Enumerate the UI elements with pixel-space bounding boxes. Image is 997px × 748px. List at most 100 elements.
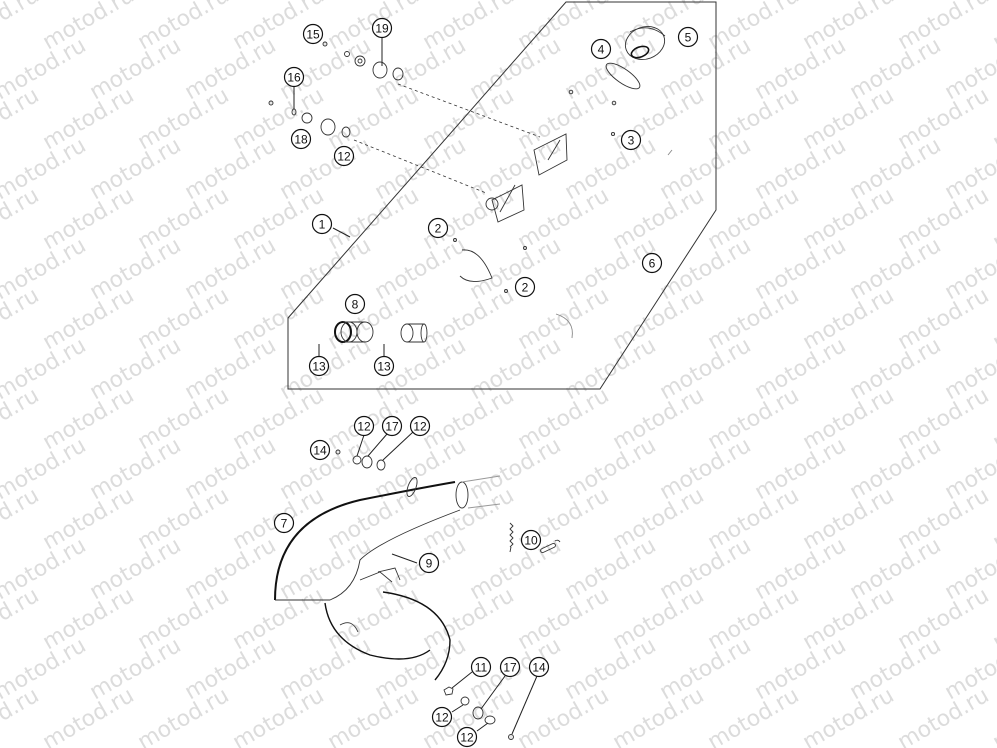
watermark-text: motod.ru [466,533,566,605]
watermark-text: motod.ru [229,683,329,748]
callout-number: 7 [281,517,288,531]
watermark-text: motod.ru [466,333,566,405]
watermark-text: motod.ru [419,383,519,455]
watermark-text: motod.ru [134,83,234,155]
watermark-text: motod.ru [894,83,994,155]
watermark-text: motod.ru [751,533,851,605]
clip-part [540,539,561,553]
callout-number: 19 [375,22,389,36]
watermark-text: motod.ru [86,233,186,305]
leader-14b [511,675,538,735]
watermark-text: motod.ru [894,383,994,455]
callout-12: 12 [431,706,453,728]
watermark-text: motod.ru [609,683,709,748]
callout-11: 11 [470,656,492,678]
watermark-text: motod.ru [181,533,281,605]
watermark-text: motod.ru [181,233,281,305]
watermark-text: motod.ru [39,83,139,155]
watermark-text: motod.ru [39,183,139,255]
rubber-bushing-part [361,455,373,469]
watermark-text: motod.ru [561,33,661,105]
callout-8: 8 [344,293,366,315]
callout-circle [373,355,395,377]
callout-number: 12 [337,150,351,164]
callout-18: 18 [290,128,312,150]
watermark-text: motod.ru [0,0,43,55]
watermark-text: motod.ru [799,583,899,655]
callout-circle [514,276,536,298]
callout-circle [520,529,542,551]
callout-14: 14 [528,656,550,678]
callout-12: 12 [353,415,375,437]
watermark-text: motod.ru [134,383,234,455]
callout-13: 13 [308,355,330,377]
clamp-part [443,686,454,696]
washer-part [357,58,363,64]
silencer-group-frame [287,1,717,390]
watermark-text: motod.ru [609,383,709,455]
callout-circle [431,706,453,728]
watermark-text: motod.ru [514,83,614,155]
watermark-text: motod.ru [989,683,997,748]
watermark-text: motod.ru [419,483,519,555]
watermark-text: motod.ru [324,83,424,155]
watermark-text: motod.ru [704,683,804,748]
leader-11 [451,671,473,689]
watermark-text: motod.ru [419,583,519,655]
watermark-text: motod.ru [799,283,899,355]
watermark-text: motod.ru [989,583,997,655]
callout-17: 17 [499,656,521,678]
callout-12: 12 [456,726,478,748]
watermark-text: motod.ru [324,283,424,355]
watermark-text: motod.ru [894,683,994,748]
watermark-text: motod.ru [799,383,899,455]
callout-12: 12 [409,415,431,437]
washer-part [460,696,470,706]
callout-circle [371,17,393,39]
callout-number: 3 [628,134,635,148]
watermark-text: motod.ru [86,33,186,105]
spring-part [509,522,514,553]
callout-number: 9 [426,557,433,571]
callout-circle [418,552,440,574]
callout-circle [353,415,375,437]
watermark-text: motod.ru [799,683,899,748]
watermark-text: motod.ru [609,483,709,555]
watermark-text: motod.ru [39,283,139,355]
callout-17: 17 [381,415,403,437]
callout-number: 5 [685,31,692,45]
watermark-text: motod.ru [229,583,329,655]
callout-14: 14 [309,439,331,461]
washer-part [484,715,496,725]
watermark-text: motod.ru [514,183,614,255]
washer-part [301,112,313,124]
watermark-text: motod.ru [181,133,281,205]
callout-number: 16 [287,71,301,85]
watermark-text: motod.ru [39,483,139,555]
watermark-text: motod.ru [846,433,946,505]
callout-10: 10 [520,529,542,551]
watermark-text: motod.ru [86,333,186,405]
watermark-text: motod.ru [656,633,756,705]
washer-part [344,51,350,57]
watermark-text: motod.ru [751,633,851,705]
end-cap-part [624,26,666,60]
watermark-text: motod.ru [134,483,234,555]
watermark-text: motod.ru [894,583,994,655]
watermark-text: motod.ru [846,533,946,605]
watermark-text: motod.ru [324,383,424,455]
callout-number: 10 [524,534,538,548]
lower-bracket-part [485,184,525,223]
watermark-text: motod.ru [561,633,661,705]
watermark-text: motod.ru [134,183,234,255]
screw-part [453,238,457,242]
watermark-text: motod.ru [609,283,709,355]
bolt-part [610,131,616,137]
watermark-text: motod.ru [466,233,566,305]
leader-1 [332,227,351,238]
silencer-cone-part [459,249,493,282]
watermark-text: motod.ru [989,183,997,255]
callout-16: 16 [283,66,305,88]
